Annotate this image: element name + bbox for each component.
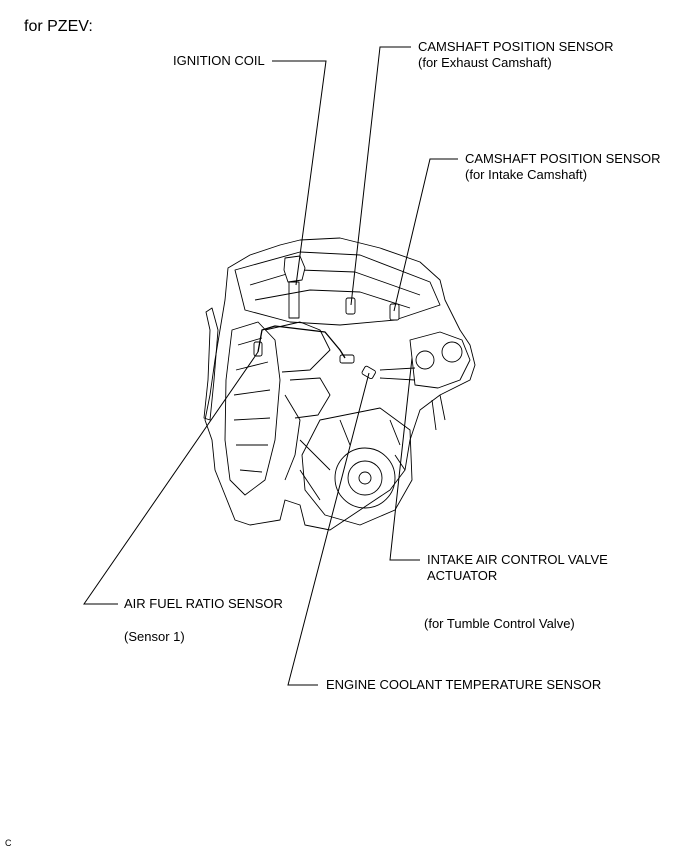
label-air-fuel-sub: (Sensor 1) [124,629,185,644]
label-coolant-temp: ENGINE COOLANT TEMPERATURE SENSOR [326,677,602,692]
header-text: for PZEV: [24,18,93,35]
leader-intake-air [389,357,420,561]
leader-ignition-coil [272,60,327,286]
label-intake-air-line1: INTAKE AIR CONTROL VALVE [427,552,608,567]
leader-cam-intake [393,158,458,312]
label-cam-intake-sub: (for Intake Camshaft) [465,167,588,182]
engine-illustration [203,237,476,531]
label-cam-exhaust-title: CAMSHAFT POSITION SENSOR [418,39,614,54]
label-intake-air-line2: ACTUATOR [427,568,498,583]
label-ignition-coil: IGNITION COIL [173,53,265,68]
label-intake-air-sub: (for Tumble Control Valve) [424,616,575,631]
leader-coolant-temp [287,372,370,686]
figure-code: C [5,838,12,848]
label-air-fuel-title: AIR FUEL RATIO SENSOR [124,596,283,611]
leader-air-fuel [83,351,259,605]
label-cam-exhaust-sub: (for Exhaust Camshaft) [418,55,552,70]
label-cam-intake-title: CAMSHAFT POSITION SENSOR [465,151,661,166]
leader-cam-exhaust [350,46,411,306]
leader-lines [83,46,458,686]
